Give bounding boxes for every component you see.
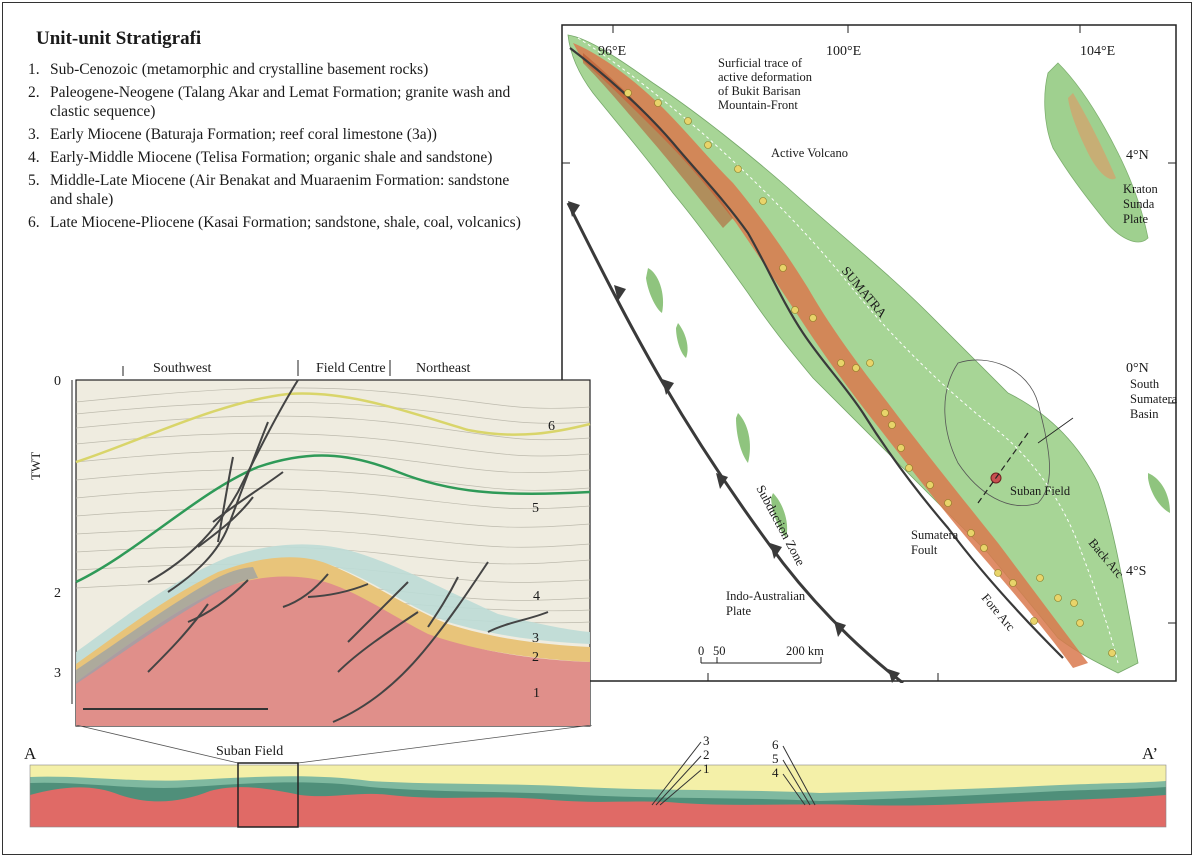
- horizon-unit-5: [75, 454, 591, 584]
- legend-item-text: Paleogene-Neogene (Talang Akar and Lemat…: [50, 84, 511, 120]
- south-sumatera-basin-outline: [944, 359, 1050, 506]
- legend-item-number: 2.: [28, 84, 40, 101]
- section-end-a: A: [24, 744, 37, 763]
- scale-label: 200 km: [786, 644, 824, 658]
- section-callout: 2: [703, 747, 710, 762]
- unit-2-gray-wedge: [76, 567, 258, 684]
- stratigraphy-legend: Unit-unit Stratigrafi 1. Sub-Cenozoic (me…: [28, 28, 528, 236]
- offshore-island: [676, 323, 688, 358]
- legend-item-text: Late Miocene-Pliocene (Kasai Formation; …: [50, 214, 521, 231]
- legend-item-text: Early Miocene (Baturaja Formation; reef …: [50, 126, 437, 143]
- horizon-unit-6: [75, 392, 591, 464]
- basin-leader-line: [1037, 417, 1074, 444]
- seismic-section: Southwest Field Centre Northeast 0 2 3 T…: [28, 360, 591, 727]
- legend-item-text: Early-Middle Miocene (Telisa Formation; …: [50, 149, 493, 166]
- unit-label: 4: [533, 589, 540, 604]
- legend-item-number: 5.: [28, 172, 40, 189]
- y-tick: 0: [54, 374, 61, 389]
- lon-label: 104°E: [1080, 44, 1115, 59]
- region-label: Field Centre: [316, 361, 386, 376]
- suban-field-box: [237, 762, 299, 828]
- section-callout: 5: [772, 751, 779, 766]
- lon-label: 96°E: [598, 44, 626, 59]
- subduction-teeth: [568, 201, 900, 683]
- legend-item-text: Middle-Late Miocene (Air Benakat and Mua…: [50, 172, 510, 208]
- legend-item-number: 3.: [28, 126, 40, 143]
- suban-field-label: Suban Field: [1010, 484, 1071, 498]
- malay-highlands: [1068, 93, 1116, 180]
- lat-label: 4°S: [1126, 564, 1146, 579]
- section-callout: 1: [703, 761, 710, 776]
- legend-item: 6. Late Miocene-Pliocene (Kasai Formation…: [28, 213, 528, 232]
- section-line: [977, 432, 1029, 504]
- section-field-label: Suban Field: [216, 744, 283, 759]
- region-label: Northeast: [416, 361, 471, 376]
- legend-item-number: 4.: [28, 149, 40, 166]
- regional-cross-section: A A’ Suban Field 3 2 1 6 5 4: [24, 725, 1167, 828]
- scale-label: 0: [698, 644, 704, 658]
- y-tick: 2: [54, 586, 61, 601]
- sumatra-map: 96°E 100°E 104°E 4°N 0°N 4°S Surficial t…: [561, 24, 1178, 683]
- section-callout: 3: [703, 733, 710, 748]
- map-scale-bar: [700, 657, 822, 664]
- offshore-island: [646, 268, 664, 313]
- unit-label: 1: [533, 686, 540, 701]
- twt-axis-label: TWT: [28, 452, 43, 480]
- sumatera-fault-line: [569, 47, 1064, 659]
- legend-item: 5. Middle-Late Miocene (Air Benakat and M…: [28, 171, 528, 209]
- legend-title: Unit-unit Stratigrafi: [36, 28, 202, 49]
- unit-label: 6: [548, 419, 555, 434]
- scale-label: 50: [713, 644, 726, 658]
- volcano-label: Active Volcano: [771, 146, 848, 160]
- volcanic-ridge: [583, 53, 733, 228]
- seismic-faults: [147, 379, 549, 723]
- section-basement: [30, 787, 1166, 827]
- unit-3-layer: [76, 544, 590, 670]
- zoom-connector: [75, 725, 239, 764]
- legend-item: 4. Early-Middle Miocene (Telisa Formation…: [28, 148, 528, 167]
- unit-label: 5: [532, 501, 539, 516]
- dashed-margin-line: [577, 37, 1119, 664]
- zoom-connector: [297, 725, 593, 764]
- y-tick: 3: [54, 666, 61, 681]
- offshore-island: [736, 413, 750, 463]
- active-volcano-markers: [624, 89, 1116, 657]
- lon-label: 100°E: [826, 44, 861, 59]
- section-end-a-prime: A’: [1142, 744, 1158, 763]
- unit-label: 2: [532, 650, 539, 665]
- legend-item-number: 1.: [28, 61, 40, 78]
- region-label: Southwest: [153, 361, 211, 376]
- legend-item: 1. Sub-Cenozoic (metamorphic and crystall…: [28, 60, 528, 79]
- lat-label: 4°N: [1126, 148, 1149, 163]
- section-callout: 6: [772, 737, 779, 752]
- graticule-ticks: [562, 25, 1176, 681]
- bukit-barisan-highlands: [573, 43, 1088, 668]
- section-border: [29, 764, 1167, 828]
- callout-lines: [651, 741, 816, 806]
- legend-item-number: 6.: [28, 214, 40, 231]
- lat-label: 0°N: [1126, 361, 1149, 376]
- legend-item-text: Sub-Cenozoic (metamorphic and crystallin…: [50, 61, 429, 78]
- unit-label: 3: [532, 631, 539, 646]
- legend-item: 2. Paleogene-Neogene (Talang Akar and Lem…: [28, 83, 528, 121]
- legend-list: 1. Sub-Cenozoic (metamorphic and crystall…: [28, 60, 528, 232]
- offshore-island: [771, 493, 788, 538]
- section-callout: 4: [772, 765, 779, 780]
- offshore-island: [1148, 473, 1170, 513]
- legend-item: 3. Early Miocene (Baturaja Formation; ree…: [28, 125, 528, 144]
